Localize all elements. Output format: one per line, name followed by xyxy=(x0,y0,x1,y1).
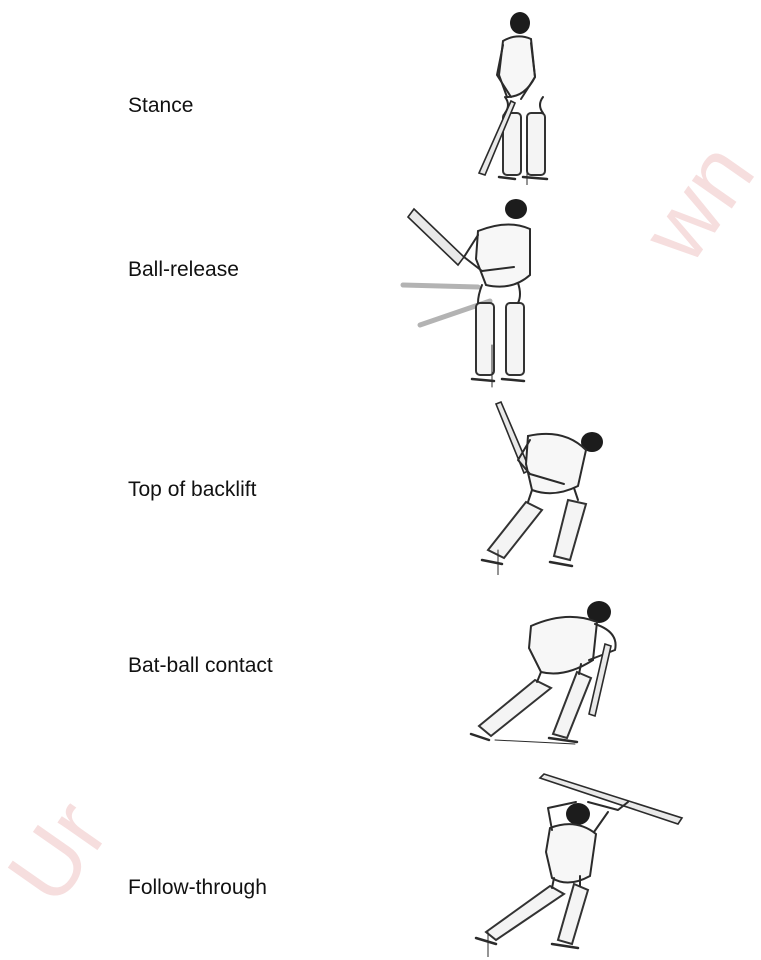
stage-label-stance: Stance xyxy=(128,94,193,118)
stage-label-ball-release: Ball-release xyxy=(128,258,239,282)
batsman-follow-through-icon xyxy=(468,772,686,957)
watermark-fragment-top-right: wn xyxy=(622,124,761,281)
batsman-stance-icon xyxy=(455,5,565,185)
stage-label-follow-through: Follow-through xyxy=(128,876,267,900)
watermark-fragment-bottom-left: Ur xyxy=(0,783,129,923)
batsman-ball-release-icon xyxy=(398,195,548,390)
stage-label-bat-ball-contact: Bat-ball contact xyxy=(128,654,273,678)
batsman-backlift-icon xyxy=(468,400,613,575)
batsman-contact-icon xyxy=(465,598,635,758)
stage-label-top-of-backlift: Top of backlift xyxy=(128,478,256,502)
